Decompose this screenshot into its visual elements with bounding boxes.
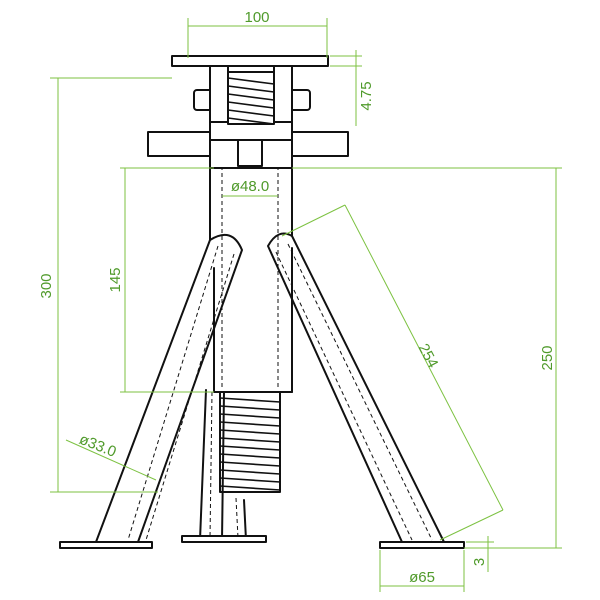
left-leg <box>95 233 243 543</box>
dim-foot-diameter: ø65 <box>379 550 465 592</box>
dim-plate-thickness: 4.75 <box>330 50 375 126</box>
dim-leg-diameter-label: ø33.0 <box>77 431 119 461</box>
upper-spring <box>227 71 275 125</box>
dim-tube-height: 145 <box>107 167 214 393</box>
dim-tube-diameter: ø48.0 <box>222 178 278 197</box>
dim-overall-height-label: 300 <box>38 273 55 298</box>
dim-top-width-label: 100 <box>244 9 269 26</box>
foot-center <box>181 535 267 543</box>
dim-plate-thickness-label: 4.75 <box>358 81 375 110</box>
lower-screw <box>219 391 281 493</box>
foot-right <box>379 541 465 549</box>
dim-leg-length: 254 <box>281 204 504 541</box>
dim-foot-diameter-label: ø65 <box>409 569 435 586</box>
right-leg <box>267 232 445 543</box>
right-bracket <box>273 65 293 123</box>
left-bracket <box>209 65 229 123</box>
dim-leg-diameter: ø33.0 <box>65 431 157 481</box>
dim-tube-diameter-label: ø48.0 <box>231 178 269 195</box>
dim-overall-height: 300 <box>38 77 172 493</box>
dim-top-width: 100 <box>187 9 328 58</box>
dim-foot-thickness-label: 3 <box>471 558 488 566</box>
dim-base-height-label: 250 <box>539 345 556 370</box>
foot-left <box>59 541 153 549</box>
top-plate <box>171 55 329 67</box>
dim-foot-thickness: 3 <box>466 536 494 572</box>
center-leg <box>199 389 247 541</box>
dim-leg-length-label: 254 <box>415 341 442 371</box>
dim-tube-height-label: 145 <box>107 267 124 292</box>
jack-stand <box>59 55 465 549</box>
dimensions: 100 4.75 300 145 ø48.0 254 <box>38 9 562 592</box>
collar <box>209 121 293 169</box>
